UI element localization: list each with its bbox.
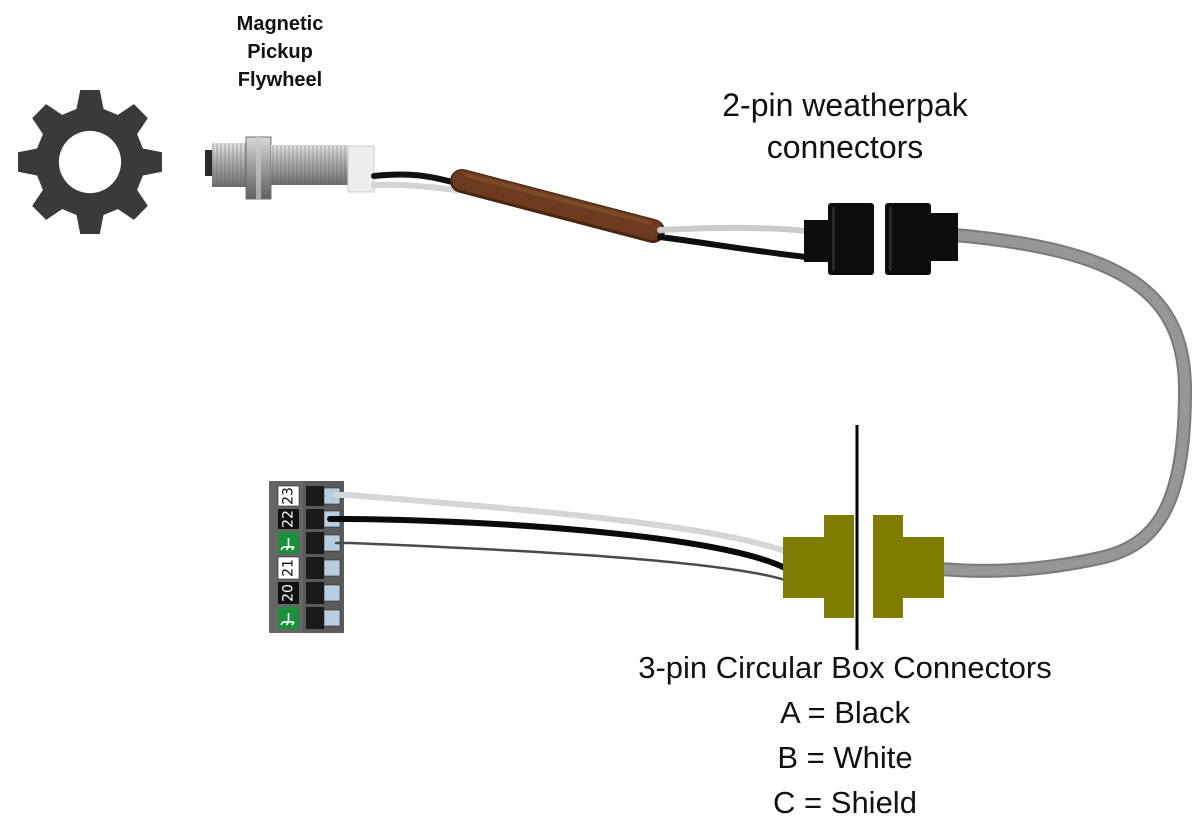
wire-black-terminal-22 <box>327 516 788 571</box>
terminal-22-number: 22 <box>281 510 297 528</box>
brown-sleeve-highlight <box>464 173 652 225</box>
terminal-screws <box>306 486 341 629</box>
sensor-label: Magnetic Pickup Flywheel <box>200 10 360 94</box>
circular-label-pin-a: A = Black <box>779 695 911 730</box>
terminal-block: 23 22 21 20 <box>269 481 344 633</box>
magnetic-pickup-sensor <box>205 136 375 200</box>
circular-right-rear <box>897 537 944 598</box>
sensor-label-line-2: Pickup <box>247 41 313 63</box>
gray-cable-outline <box>933 228 1193 578</box>
circular-label-pin-c: C = Shield <box>773 785 917 820</box>
circular-label-pin-b: B = White <box>777 740 913 775</box>
ground-icon <box>280 613 295 626</box>
weatherpak-black-lead <box>657 234 809 260</box>
wire-white-terminal-23 <box>333 492 788 554</box>
weatherpak-right-rear <box>926 213 958 261</box>
sensor-label-line-1: Magnetic <box>236 13 324 35</box>
terminal-21: 21 <box>277 556 300 580</box>
weatherpak-label-line-1: 2-pin weatherpak <box>722 87 968 123</box>
terminal-ground-2 <box>278 607 299 629</box>
sensor-label-line-3: Flywheel <box>237 69 323 91</box>
weatherpak-right-body <box>885 203 931 275</box>
weatherpak-white-lead <box>657 224 809 234</box>
terminal-23-number: 23 <box>281 487 297 505</box>
sensor-white-lead <box>371 181 459 193</box>
circular-connector-pair <box>783 515 944 618</box>
circular-connector-label: 3-pin Circular Box Connectors A = Black … <box>585 645 1105 825</box>
brown-cable-sleeve <box>452 170 663 240</box>
weatherpak-label: 2-pin weatherpak connectors <box>680 84 1010 168</box>
weatherpak-left-body <box>828 203 874 275</box>
gear-icon <box>0 78 180 256</box>
wire-shield-ground <box>334 541 787 582</box>
weatherpak-label-line-2: connectors <box>766 129 924 165</box>
terminal-ground-1 <box>278 532 299 554</box>
terminal-20: 20 <box>278 582 299 604</box>
terminal-21-number: 21 <box>281 559 297 577</box>
circular-left-flange <box>824 515 854 618</box>
terminal-20-number: 20 <box>281 584 297 602</box>
terminal-22: 22 <box>278 509 299 529</box>
weatherpak-connector-pair <box>804 203 958 275</box>
circular-label-title: 3-pin Circular Box Connectors <box>638 650 1052 685</box>
sensor-black-lead <box>371 171 459 186</box>
gray-cable <box>935 230 1191 576</box>
ground-icon <box>280 538 295 551</box>
terminal-23: 23 <box>277 485 300 507</box>
